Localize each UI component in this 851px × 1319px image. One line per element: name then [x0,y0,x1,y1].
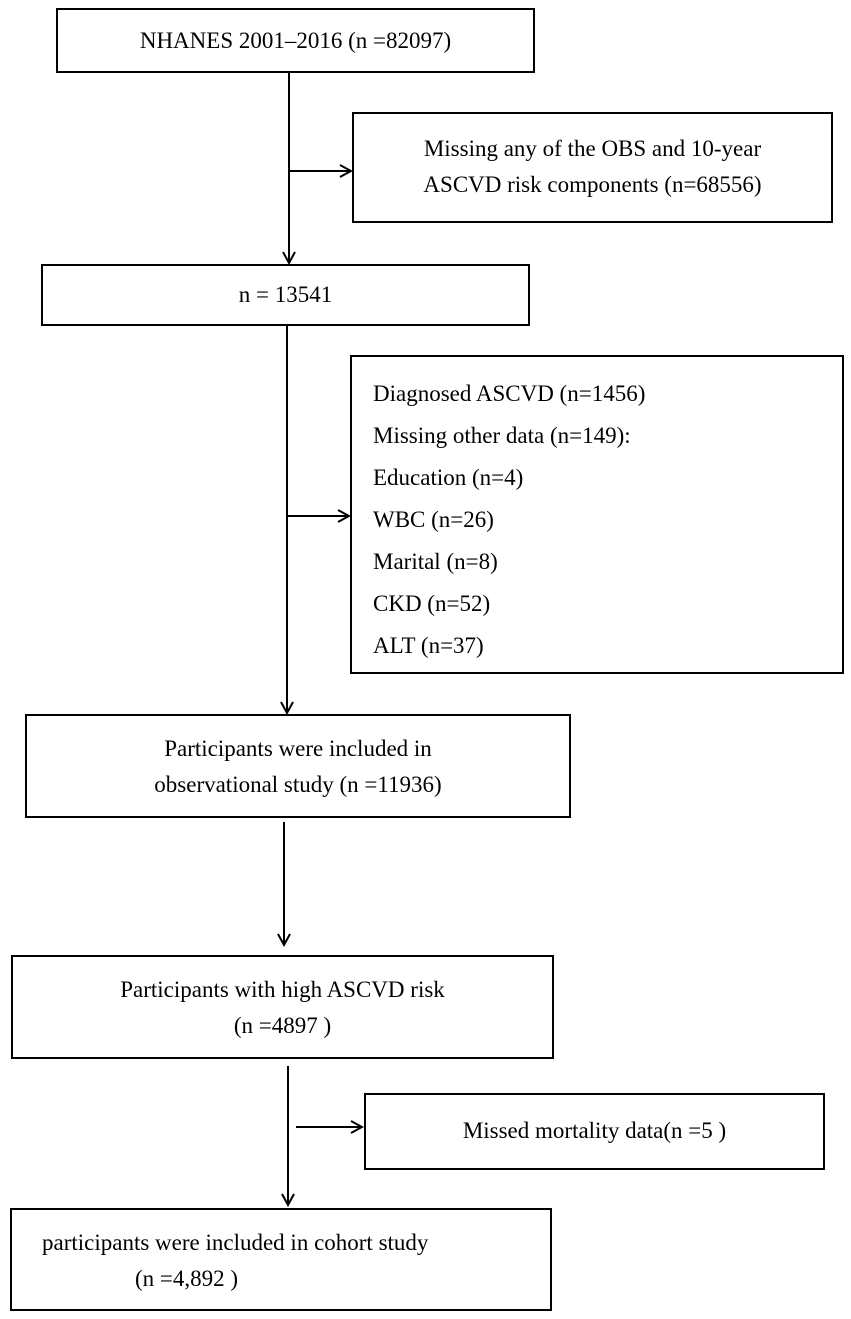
exclusion-1-line-1: Missing any of the OBS and 10-year [423,136,762,161]
observational-line-1: Participants were included in [164,736,432,761]
exclusion-3-text: Missed mortality data(n =5 ) [462,1118,727,1143]
cohort-line-2: (n =4,892 ) [135,1266,239,1291]
high-risk-line-1: Participants with high ASCVD risk [120,977,445,1002]
exclusion-2-line-7: ALT (n=37) [373,633,484,658]
exclusion-2-line-2: Missing other data (n=149): [373,423,631,448]
step2-text: n = 13541 [238,282,333,307]
exclusion-2-line-4: WBC (n=26) [373,507,494,532]
observational-line-2: observational study (n =11936) [154,772,442,797]
exclusion-box-3: Missed mortality data(n =5 ) [364,1093,825,1170]
observational-box: Participants were included in observatio… [25,714,571,818]
start-box: NHANES 2001–2016 (n =82097) [56,8,535,73]
start-text: NHANES 2001–2016 (n =82097) [139,28,452,53]
cohort-line-1: participants were included in cohort stu… [42,1230,429,1255]
exclusion-2-line-6: CKD (n=52) [373,591,491,616]
exclusion-box-2: Diagnosed ASCVD (n=1456) Missing other d… [350,355,844,674]
step2-box: n = 13541 [41,264,530,326]
high-risk-line-2: (n =4897 ) [233,1013,332,1038]
exclusion-1-line-2: ASCVD risk components (n=68556) [423,172,762,197]
exclusion-2-line-3: Education (n=4) [373,465,524,490]
exclusion-2-line-5: Marital (n=8) [373,549,498,574]
exclusion-2-line-1: Diagnosed ASCVD (n=1456) [373,381,646,406]
exclusion-box-1: Missing any of the OBS and 10-year ASCVD… [352,112,833,223]
cohort-box: participants were included in cohort stu… [10,1208,552,1311]
high-risk-box: Participants with high ASCVD risk (n =48… [11,955,554,1059]
